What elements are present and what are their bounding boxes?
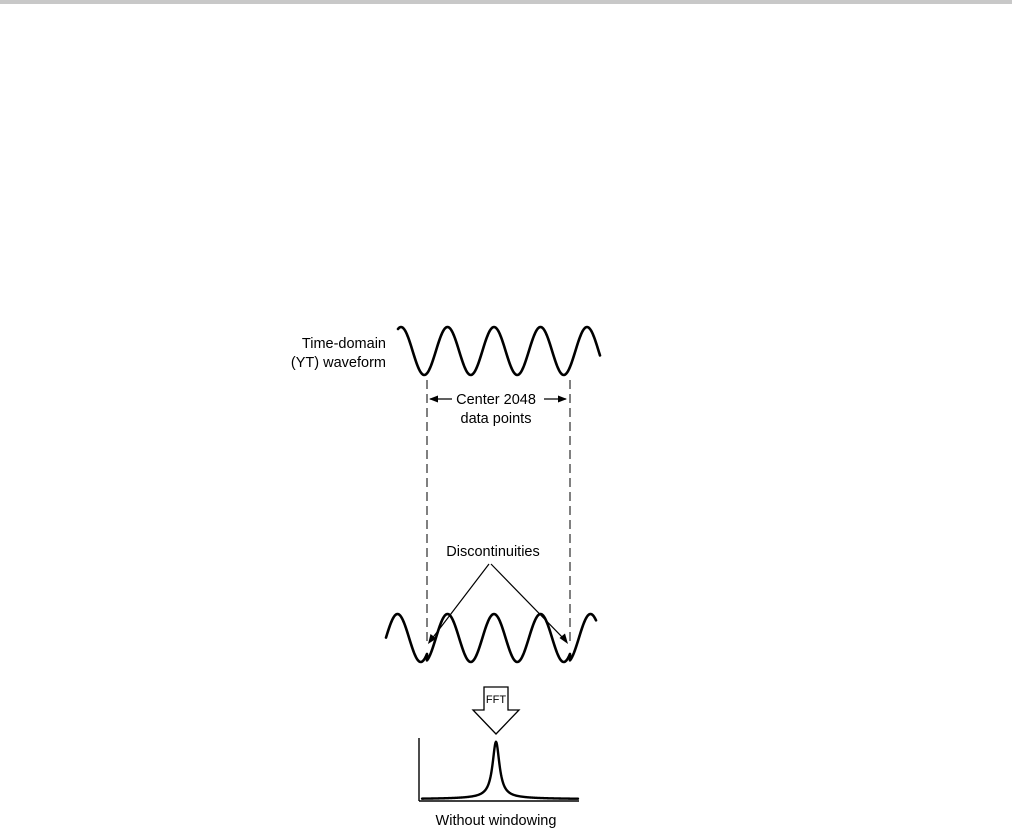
spectrum-axes	[418, 738, 579, 802]
center-label-line2: data points	[461, 411, 532, 427]
left-span-arrow	[429, 395, 452, 403]
time-domain-label-line2: (YT) waveform	[291, 355, 386, 371]
top-rule	[0, 0, 1012, 4]
fft-label: FFT	[486, 694, 506, 706]
left-discontinuity-arrow	[428, 563, 490, 644]
fft-arrow	[471, 686, 521, 735]
center-label-line1: Center 2048	[456, 392, 536, 408]
time-domain-waveform	[396, 325, 602, 377]
time-domain-label-line1: Time-domain	[302, 336, 386, 352]
caption: Without windowing	[436, 813, 557, 829]
right-span-arrow	[544, 395, 567, 403]
right-discontinuity-arrow	[490, 563, 568, 644]
spectrum-leakage-curve	[420, 740, 580, 800]
discontinuities-label: Discontinuities	[446, 544, 540, 560]
repeated-waveform-with-discontinuities	[384, 612, 598, 664]
